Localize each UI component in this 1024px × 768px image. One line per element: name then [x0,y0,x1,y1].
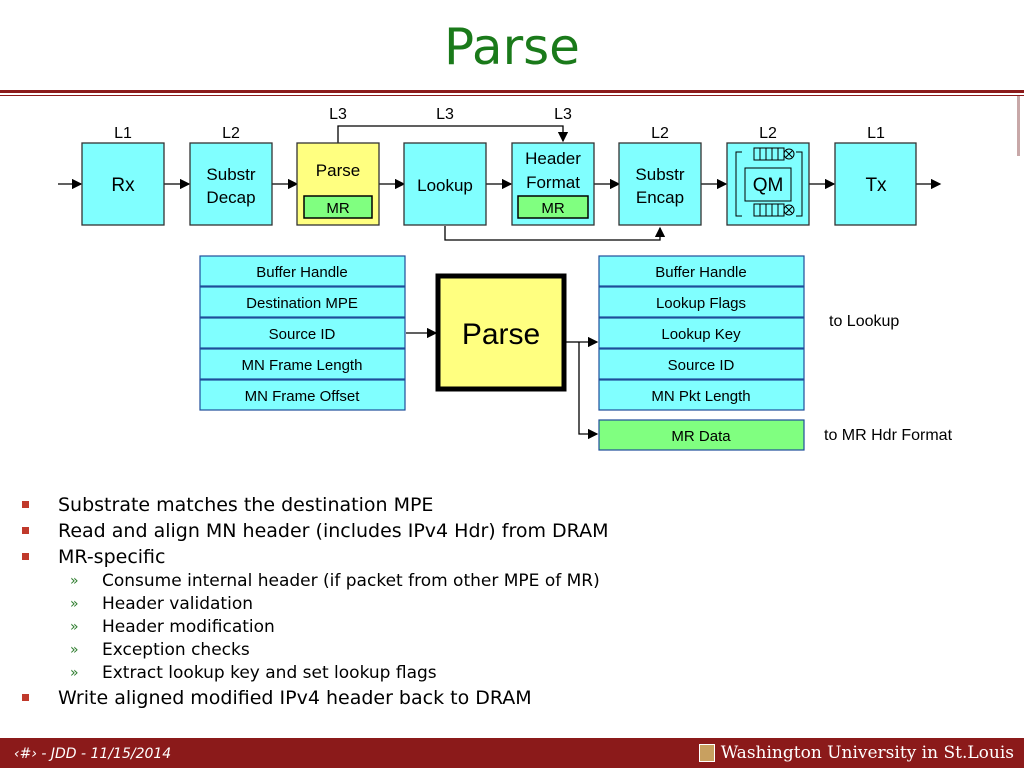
substr-encap-block [618,142,702,226]
lookup-label: Lookup [417,176,473,195]
bullet-square-icon [22,553,29,560]
bullet-text: Header validation [102,594,253,614]
input-field-label: Source ID [269,326,336,343]
bullet-text: Extract lookup key and set lookup flags [102,663,437,683]
bypass-arrow [444,226,666,241]
bullet-item: Write aligned modified IPv4 header back … [20,685,980,711]
substr-encap-label: Substr [635,165,684,184]
parse-diagram: L1 L2 L3 L3 L3 L2 L2 L1 Rx Substr Decap … [58,106,953,451]
level-label: L3 [329,106,347,123]
sub-bullet-icon: » [70,573,79,589]
bullet-item: Substrate matches the destination MPE [20,492,980,518]
qm-label: QM [753,175,784,196]
university-seal-icon [698,744,715,762]
bullet-text: MR-specific [58,546,166,568]
sub-bullet-item: » Extract lookup key and set lookup flags [20,662,980,685]
parse-label: Parse [316,161,360,180]
substr-decap-label: Decap [206,188,255,207]
input-field-label: Buffer Handle [256,264,347,281]
sub-bullet-item: » Header validation [20,593,980,616]
input-field [199,255,406,287]
output-field [598,317,805,349]
input-field [199,317,406,349]
footer-bar: ‹#› - JDD - 11/15/2014 Washington Univer… [0,738,1024,768]
mr-data-field [598,419,805,451]
input-field [199,286,406,318]
sub-bullet-icon: » [70,596,79,612]
input-field-label: Destination MPE [246,295,358,312]
mr-tag-label: MR [326,200,349,217]
sub-bullet-icon: » [70,665,79,681]
output-field-label: Lookup Key [661,326,741,343]
rx-block [81,142,165,226]
sub-bullet-item: » Header modification [20,616,980,639]
footer-text: ‹#› - JDD - 11/15/2014 [14,746,172,762]
output-field-label: Buffer Handle [655,264,746,281]
output-field-label: MN Pkt Length [651,388,750,405]
bullet-square-icon [22,501,29,508]
sub-bullet-item: » Consume internal header (if packet from… [20,570,980,593]
substr-decap-block [189,142,273,226]
output-field-label: Lookup Flags [656,295,746,312]
bullet-square-icon [22,694,29,701]
to-mr-hdr-format-note: to MR Hdr Format [824,427,953,444]
level-label: L2 [759,125,777,142]
sub-bullet-item: » Exception checks [20,639,980,662]
university-logo: Washington University in St.Louis [698,743,1014,763]
header-format-label: Header [525,149,581,168]
sub-bullet-icon: » [70,642,79,658]
output-field [598,286,805,318]
tx-block [834,142,917,226]
substr-decap-label: Substr [206,165,255,184]
side-rule [1017,96,1020,156]
university-logo-text: Washington University in St.Louis [720,743,1014,763]
input-field [199,379,406,411]
qm-inner-box [744,167,792,202]
substr-encap-label: Encap [636,188,684,207]
slide-title: Parse [444,18,580,76]
bullet-text: Write aligned modified IPv4 header back … [58,687,532,709]
output-field [598,255,805,287]
mr-data-label: MR Data [671,428,731,445]
bullet-item: Read and align MN header (includes IPv4 … [20,518,980,544]
queue-icon [735,147,803,217]
mr-tag [517,195,589,219]
parse-center-label: Parse [462,318,540,351]
output-field-label: Source ID [668,357,735,374]
bullet-text: Exception checks [102,640,250,660]
level-label: L2 [651,125,669,142]
output-field [598,348,805,380]
header-format-label: Format [526,173,580,192]
mr-output-arrow [578,342,599,440]
tx-label: Tx [865,175,887,196]
mr-tag [303,195,373,219]
bullet-square-icon [22,527,29,534]
bullet-list: Substrate matches the destination MPE Re… [20,492,980,711]
to-lookup-note: to Lookup [829,313,899,330]
output-field [598,379,805,411]
title-rule [0,90,1024,96]
bullet-text: Substrate matches the destination MPE [58,494,434,516]
bullet-text: Read and align MN header (includes IPv4 … [58,520,609,542]
mr-tag-label: MR [541,200,564,217]
input-field-label: MN Frame Offset [245,388,361,405]
bypass-arrow [337,125,569,143]
lookup-block [403,142,487,226]
level-label: L3 [436,106,454,123]
parse-center-box [435,273,567,392]
level-label: L3 [554,106,572,123]
bullet-item: MR-specific [20,544,980,570]
rx-label: Rx [111,175,135,196]
level-label: L1 [867,125,885,142]
bullet-text: Consume internal header (if packet from … [102,571,600,591]
sub-bullet-icon: » [70,619,79,635]
bullet-text: Header modification [102,617,275,637]
level-label: L1 [114,125,132,142]
input-field-label: MN Frame Length [242,357,363,374]
input-field [199,348,406,380]
level-label: L2 [222,125,240,142]
